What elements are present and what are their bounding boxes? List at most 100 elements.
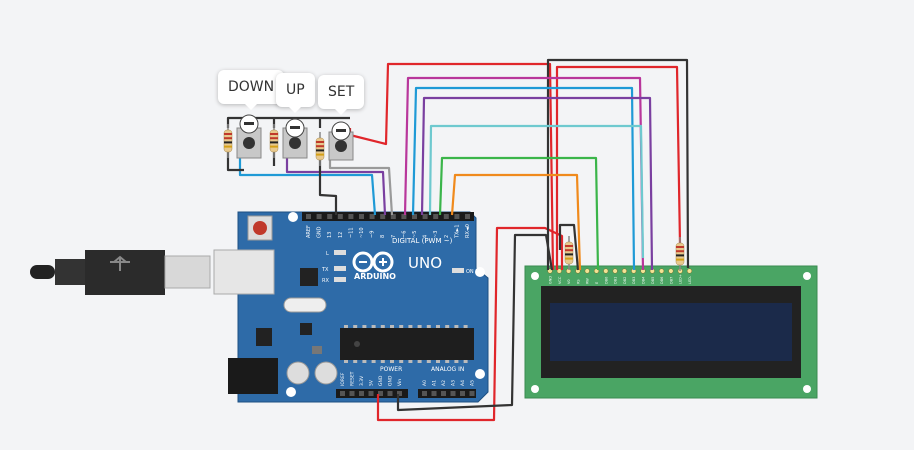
wire-red-5v[interactable] (376, 226, 564, 422)
digital-pin[interactable] (390, 214, 396, 219)
wire-up-signal[interactable] (285, 158, 387, 216)
analog-pin[interactable] (422, 391, 427, 396)
lcd-pin[interactable] (621, 268, 627, 274)
digital-pin[interactable] (433, 214, 439, 219)
wire-set-signal[interactable] (328, 158, 394, 216)
digital-pin-label: 2 (444, 235, 450, 238)
digital-pin[interactable] (306, 214, 311, 219)
digital-pin[interactable] (369, 214, 375, 219)
lcd-pin[interactable] (603, 268, 609, 274)
on-label: ON (466, 269, 474, 275)
digital-pin[interactable] (359, 214, 364, 219)
analog-pin-label: A5 (470, 380, 476, 386)
digital-header (302, 212, 474, 221)
power-pin[interactable] (340, 391, 345, 396)
wire-green[interactable] (438, 156, 600, 271)
digital-pin-label: AREF (306, 225, 312, 238)
lcd-pin-label: DB0 (604, 277, 608, 284)
digital-pin-label: 13 (327, 232, 333, 238)
usb-chip (300, 268, 318, 286)
digital-label: DIGITAL (PWM ~) (392, 237, 453, 245)
analog-pin-label: A2 (441, 380, 447, 386)
lcd-pin-label: DB6 (660, 277, 664, 284)
wire-cyan[interactable] (428, 124, 645, 259)
led-l-label: L (326, 251, 329, 257)
lcd-pin[interactable] (556, 268, 562, 274)
analog-pin[interactable] (441, 391, 446, 396)
digital-pin[interactable] (316, 214, 322, 219)
resistor-lcd-contrast[interactable] (564, 236, 574, 270)
digital-pin[interactable] (454, 214, 460, 219)
lcd-pin[interactable] (659, 268, 665, 274)
wire-black-gnd[interactable] (396, 233, 554, 412)
digital-pin[interactable] (380, 214, 386, 219)
lcd-pin[interactable] (584, 268, 590, 274)
lcd-pin[interactable] (668, 268, 674, 274)
minus-icon (290, 126, 300, 129)
lcd-pin-label: RS (576, 279, 580, 284)
lcd-pin-label: LED+ (679, 274, 683, 284)
resistor-lcd-backlight[interactable] (675, 237, 685, 271)
lcd-pin-label: RW (586, 278, 590, 284)
analog-pin[interactable] (460, 391, 465, 396)
digital-pin[interactable] (327, 214, 333, 219)
digital-pin[interactable] (465, 214, 470, 219)
wires (226, 58, 690, 422)
usb-cable[interactable] (30, 250, 211, 295)
analog-pin[interactable] (431, 391, 437, 396)
digital-pin[interactable] (443, 214, 449, 219)
analog-pin[interactable] (450, 391, 456, 396)
analog-pin-label: A3 (451, 380, 457, 386)
digital-pin-label: RX◄0 (465, 224, 471, 238)
power-pin-label: Vin (397, 379, 403, 386)
power-pin[interactable] (359, 391, 364, 396)
lcd-pin-label: LED- (688, 275, 692, 284)
analog-label: ANALOG IN (431, 366, 464, 373)
wire-black-gnd-led[interactable] (546, 58, 690, 270)
arduino-logo-text: ARDUINO (354, 272, 396, 281)
resistor-up[interactable] (269, 124, 279, 158)
power-pin[interactable] (387, 391, 393, 396)
wire-blue[interactable] (411, 86, 636, 271)
wire-orange[interactable] (450, 173, 582, 271)
lcd-pin[interactable] (686, 268, 693, 274)
lcd-pin-label: DB3 (632, 277, 636, 284)
wire-black-rw[interactable] (558, 223, 580, 271)
lcd-pin-label: VCC (558, 276, 562, 284)
lcd-pin-label: DB1 (614, 277, 618, 284)
lcd-pin-label: DB2 (623, 277, 627, 284)
digital-pin-label: ~6 (401, 231, 407, 238)
resistor-down[interactable] (223, 124, 233, 158)
power-pin[interactable] (349, 391, 355, 396)
lcd-pin[interactable] (612, 268, 618, 274)
button-up[interactable] (282, 118, 308, 159)
led-tx-label: TX (321, 267, 329, 273)
wire-red-led[interactable] (555, 65, 682, 270)
digital-pin[interactable] (422, 214, 428, 219)
power-pin-label: RESET (350, 371, 356, 386)
arduino-logo-icon (352, 251, 394, 273)
digital-pin[interactable] (337, 214, 343, 219)
label-up: UP (276, 73, 315, 113)
power-pin[interactable] (397, 391, 402, 396)
digital-pin[interactable] (348, 214, 354, 219)
analog-pin-label: A1 (432, 380, 438, 386)
button-down[interactable] (236, 114, 262, 159)
digital-pin[interactable] (401, 214, 407, 219)
lcd-pin-label: DB7 (669, 277, 673, 284)
resistor-set[interactable] (315, 132, 325, 166)
lcd-pin-label: DB4 (642, 276, 646, 284)
power-label: POWER (380, 366, 402, 373)
digital-pin-label: GND (317, 226, 323, 238)
power-pin[interactable] (378, 391, 383, 396)
analog-pin[interactable] (469, 391, 475, 396)
button-set[interactable] (328, 121, 354, 161)
wire-purple[interactable] (420, 96, 654, 271)
wire-down-signal[interactable] (238, 158, 377, 216)
power-pin[interactable] (368, 391, 374, 396)
digital-pin[interactable] (412, 214, 417, 219)
digital-pin-label: TX►1 (454, 224, 460, 239)
